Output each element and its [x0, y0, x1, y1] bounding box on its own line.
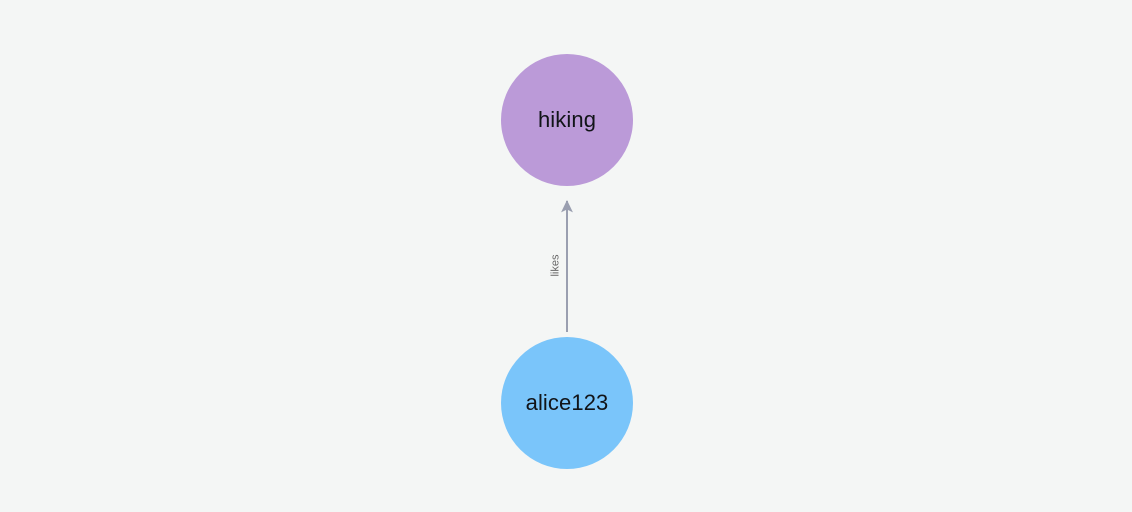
graph-node-hiking[interactable]: hiking: [501, 54, 633, 186]
graph-node-alice123[interactable]: alice123: [501, 337, 633, 469]
graph-node-label: alice123: [525, 390, 609, 415]
edge-label-likes: likes: [549, 253, 562, 277]
graph-node-label: hiking: [537, 107, 597, 132]
